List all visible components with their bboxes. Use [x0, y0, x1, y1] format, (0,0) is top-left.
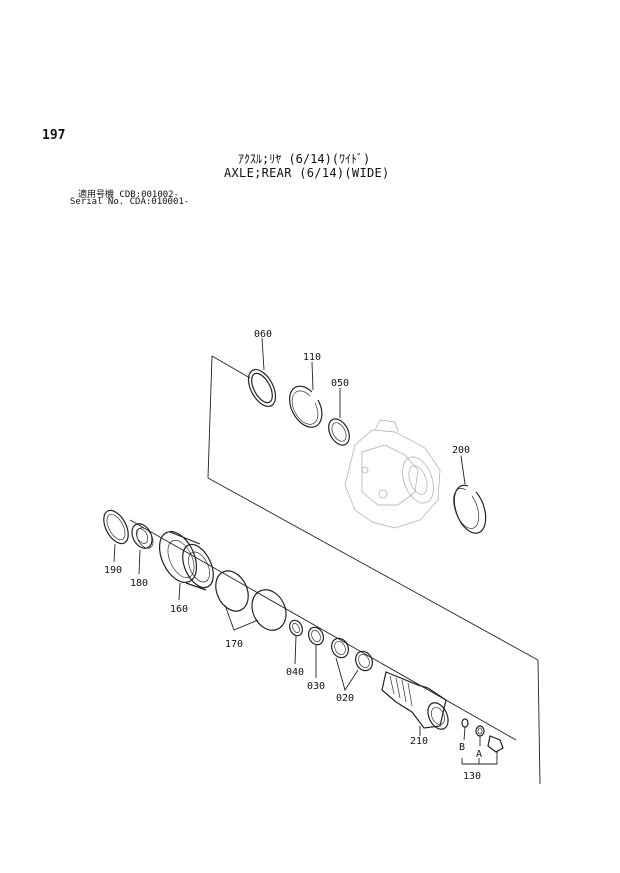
page-number: 197 [42, 128, 66, 143]
title-japanese: ｱｸｽﾙ;ﾘﾔ (6/14)(ﾜｲﾄﾞ) [238, 152, 371, 166]
part-160-hub [158, 531, 214, 601]
label-110: 110 [303, 352, 321, 363]
part-210-shaft [381, 671, 449, 736]
part-180-bearing [131, 523, 154, 575]
label-200: 200 [452, 445, 470, 456]
label-040: 040 [286, 667, 304, 678]
label-060: 060 [254, 329, 272, 340]
label-030: 030 [307, 681, 325, 692]
reference-frame [129, 355, 541, 785]
axle-housing-drawing [344, 419, 441, 529]
part-060-ring [247, 337, 277, 407]
applicable-serial: 適用号機 CDB:001002- [78, 190, 180, 200]
label-210: 210 [410, 736, 428, 747]
part-050-ring [328, 388, 350, 446]
part-170-o-rings [215, 570, 287, 631]
label-020: 020 [336, 693, 354, 704]
label-b: B [459, 742, 465, 753]
serial-number: Serial No. CDA:010001- [70, 197, 190, 207]
part-110-snap-ring [289, 361, 323, 428]
part-130-bolt-assembly [461, 718, 504, 765]
title-english: AXLE;REAR (6/14)(WIDE) [224, 166, 390, 180]
part-190-ring [103, 509, 129, 563]
label-160: 160 [170, 604, 188, 615]
part-030-ring [308, 626, 324, 678]
label-050: 050 [331, 378, 349, 389]
label-130: 130 [463, 771, 481, 782]
part-020-rings [331, 637, 373, 692]
part-200-snap-ring [453, 455, 487, 534]
label-170: 170 [225, 639, 243, 650]
part-040-ring [288, 619, 304, 665]
label-a: A [476, 749, 482, 760]
part-labels: 060 110 050 200 190 180 160 170 040 030 … [104, 329, 482, 782]
label-190: 190 [104, 565, 122, 576]
label-180: 180 [130, 578, 148, 589]
